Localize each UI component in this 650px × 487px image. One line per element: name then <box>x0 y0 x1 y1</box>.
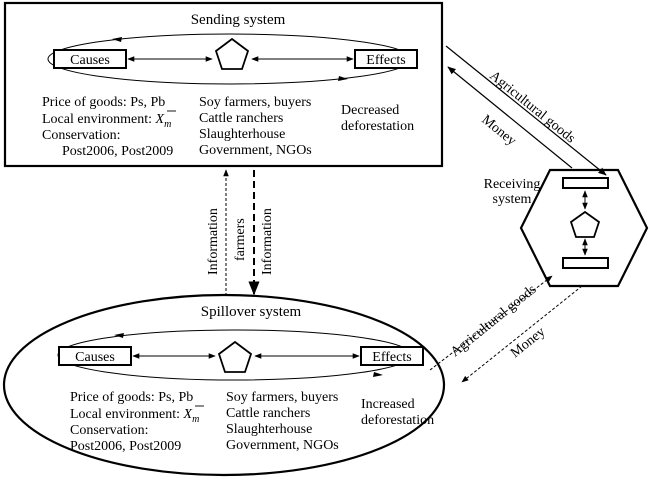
sending-agent-line: Government, NGOs <box>199 143 312 158</box>
sending-loop-arrowhead <box>338 76 348 81</box>
receiving-system: Receiving system <box>484 168 649 288</box>
spillover-agent-line: Cattle ranchers <box>226 406 310 421</box>
agricultural-goods-flow-bottom <box>429 275 553 371</box>
receiving-system-frame <box>519 168 649 288</box>
sending-effects-box <box>354 49 418 69</box>
spillover-effects-box <box>360 346 424 366</box>
money-label-bottom: Money <box>508 324 548 361</box>
sending-loop-arrowhead <box>112 37 122 42</box>
spillover-effect-line: Increased <box>361 397 415 412</box>
sending-effect-line: deforestation <box>341 119 414 134</box>
agricultural-goods-flow-top <box>445 45 607 176</box>
spillover-causes-box <box>58 346 132 366</box>
sending-system-frame <box>3 1 444 168</box>
sending-system: Sending system Causes Effects Price of g… <box>3 1 444 168</box>
spillover-post-text: Post2006, Post2009 <box>70 439 181 454</box>
sending-agent-line: Cattle ranchers <box>199 111 283 126</box>
spillover-agent-line: Soy farmers, buyers <box>226 390 338 405</box>
sending-spillover-flows: Information farmers Information <box>206 169 275 296</box>
sending-effects-label: Effects <box>366 53 405 68</box>
money-label-top: Money <box>478 112 518 149</box>
spillover-loop-arrowhead <box>373 372 383 377</box>
receiving-top-box <box>562 177 609 189</box>
spillover-system: Spillover system Causes Effects Price of… <box>2 293 446 477</box>
farmers-label: farmers <box>233 218 248 261</box>
spillover-system-frame <box>2 293 446 477</box>
sending-local-env-text: Local environment: Xm <box>42 112 171 130</box>
sending-agent-line: Slaughterhouse <box>199 127 285 142</box>
sending-price-text: Price of goods: Ps, Pb <box>42 95 165 110</box>
spillover-agents-pentagon <box>217 340 253 373</box>
receiving-system-title: Receiving <box>484 177 541 192</box>
information-label-left: Information <box>206 208 221 275</box>
sending-post-text: Post2006, Post2009 <box>62 144 173 159</box>
sending-conservation-text: Conservation: <box>42 128 121 143</box>
spillover-agent-line: Government, NGOs <box>226 438 339 453</box>
spillover-conservation-text: Conservation: <box>70 423 149 438</box>
information-label-right: Information <box>260 208 275 275</box>
sending-causes-label: Causes <box>70 53 110 68</box>
sending-system-title: Sending system <box>191 12 286 28</box>
spillover-loop-arrowhead <box>114 333 124 338</box>
money-flow-top <box>447 66 573 169</box>
spillover-effects-label: Effects <box>372 350 411 365</box>
sending-receiving-flows: Agricultural goods Money <box>445 45 607 176</box>
sending-effect-line: Decreased <box>341 103 399 118</box>
spillover-receiving-flows: Agricultural goods Money <box>429 275 583 383</box>
money-flow-bottom <box>461 285 583 383</box>
receiving-bottom-box <box>562 257 609 269</box>
sending-causes-box <box>53 49 127 69</box>
spillover-causes-label: Causes <box>75 350 115 365</box>
spillover-agent-line: Slaughterhouse <box>226 422 312 437</box>
spillover-local-env-text: Local environment: Xm <box>70 407 199 425</box>
receiving-system-title-2: system <box>493 192 532 207</box>
spillover-system-title: Spillover system <box>201 304 302 320</box>
spillover-price-text: Price of goods: Ps, Pb <box>70 390 193 405</box>
receiving-agents-pentagon <box>569 210 601 238</box>
sending-agent-line: Soy farmers, buyers <box>199 95 311 110</box>
spillover-effect-line: deforestation <box>361 413 434 428</box>
sending-agents-pentagon <box>214 37 250 70</box>
